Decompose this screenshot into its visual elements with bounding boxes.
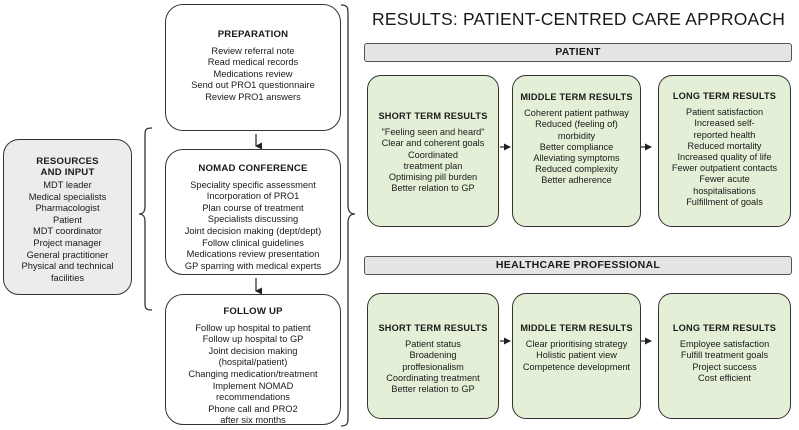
- list-item: Holistic patient view: [536, 350, 617, 361]
- professional-short-term-box: SHORT TERM RESULTS Patient status Broade…: [367, 293, 499, 419]
- list-item: "Feeling seen and heard": [381, 127, 485, 138]
- patient-middle-term-box: MIDDLE TERM RESULTS Coherent patient pat…: [512, 75, 641, 227]
- list-item: Fulfillment of goals: [686, 196, 763, 207]
- list-item: Clear prioritising strategy: [525, 339, 628, 350]
- list-item: Physical and technical facilities: [21, 261, 114, 283]
- list-item: Broadening proffesionalism: [402, 350, 464, 372]
- list-item: Patient: [53, 214, 82, 225]
- list-item: Read medical records: [207, 57, 299, 68]
- list-item: Employee satisfaction: [679, 339, 770, 350]
- conference-title: NOMAD CONFERENCE: [198, 163, 308, 174]
- list-item: Patient status: [405, 339, 461, 350]
- list-item: Better adherence: [541, 175, 612, 186]
- list-item: Changing medication/treatment: [188, 368, 318, 379]
- list-item: Reduced (feeling of) morbidity: [535, 119, 618, 141]
- list-item: Reduced mortality: [687, 140, 762, 151]
- list-item: Project success: [692, 361, 757, 372]
- list-item: Competence development: [522, 361, 631, 372]
- list-item: Medical specialists: [28, 191, 107, 202]
- professional-long-title: LONG TERM RESULTS: [672, 323, 777, 333]
- list-item: Clear and coherent goals: [381, 138, 485, 149]
- list-item: Cost efficient: [698, 372, 751, 383]
- patient-short-title: SHORT TERM RESULTS: [378, 111, 488, 121]
- list-item: Alleviating symptoms: [533, 153, 620, 164]
- preparation-title: PREPARATION: [217, 29, 289, 40]
- list-item: Implement NOMAD recommendations: [212, 380, 294, 403]
- list-item: Review PRO1 answers: [205, 91, 301, 102]
- professional-short-title: SHORT TERM RESULTS: [378, 323, 488, 333]
- patient-middle-title: MIDDLE TERM RESULTS: [520, 92, 633, 102]
- list-item: Phone call and PRO2 after six months: [208, 403, 298, 426]
- list-item: Joint decision making (hospital/patient): [208, 345, 298, 368]
- professional-header-bar: HEALTHCARE PROFESSIONAL: [364, 256, 792, 275]
- list-item: Increased quality of life: [677, 152, 772, 163]
- resources-box: RESOURCES AND INPUT MDT leader Medical s…: [3, 139, 132, 295]
- list-item: Follow up hospital to GP: [202, 334, 304, 345]
- list-item: Follow clinical guidelines: [202, 237, 304, 248]
- list-item: MDT leader: [43, 180, 92, 190]
- list-item: Medications review: [213, 68, 293, 79]
- list-item: Coordinated treatment plan: [403, 149, 463, 171]
- professional-long-term-box: LONG TERM RESULTS Employee satisfaction …: [658, 293, 791, 419]
- followup-box: FOLLOW UP Follow up hospital to patient …: [165, 294, 341, 425]
- list-item: Plan course of treatment: [202, 202, 304, 213]
- resources-list: MDT leader Medical specialists Pharmacol…: [4, 180, 131, 284]
- list-item: Incorporation of PRO1: [206, 191, 300, 202]
- list-item: Fewer acute hospitalisations: [693, 174, 756, 196]
- list-item: Coordinating treatment: [386, 372, 480, 383]
- patient-header-bar: PATIENT: [364, 43, 792, 62]
- patient-long-title: LONG TERM RESULTS: [672, 91, 777, 101]
- professional-middle-term-box: MIDDLE TERM RESULTS Clear prioritising s…: [512, 293, 641, 419]
- patient-long-term-box: LONG TERM RESULTS Patient satisfaction I…: [658, 75, 791, 227]
- list-item: Send out PRO1 questionnaire: [191, 80, 315, 91]
- list-item: Optimising pill burden: [388, 172, 478, 183]
- patient-short-term-box: SHORT TERM RESULTS "Feeling seen and hea…: [367, 75, 499, 227]
- list-item: Follow up hospital to patient: [195, 322, 311, 333]
- list-item: Speciality specific assessment: [190, 179, 316, 190]
- left-brace: [138, 127, 153, 311]
- list-item: Patient satisfaction: [685, 107, 764, 118]
- resources-title: RESOURCES AND INPUT: [36, 156, 99, 178]
- list-item: Reduced complexity: [535, 164, 618, 175]
- list-item: General practitioner: [26, 249, 109, 260]
- list-item: Coherent patient pathway: [524, 108, 629, 119]
- conference-box: NOMAD CONFERENCE Speciality specific ass…: [165, 149, 341, 275]
- preparation-box: PREPARATION Review referral note Read me…: [165, 4, 341, 131]
- list-item: MDT coordinator: [32, 226, 103, 237]
- list-item: Joint decision making (dept/dept): [184, 225, 322, 236]
- list-item: Specialists discussing: [207, 214, 299, 225]
- list-item: GP sparring with medical experts: [184, 260, 322, 271]
- professional-middle-title: MIDDLE TERM RESULTS: [520, 323, 633, 333]
- list-item: Medications review presentation: [186, 249, 320, 260]
- list-item: Project manager: [33, 237, 102, 248]
- followup-title: FOLLOW UP: [223, 306, 283, 317]
- list-item: Better relation to GP: [391, 183, 475, 194]
- list-item: Pharmacologist: [35, 203, 100, 214]
- list-item: Increased self-reported health: [693, 118, 756, 140]
- right-brace: [340, 4, 356, 427]
- page-title: RESULTS: PATIENT-CENTRED CARE APPROACH: [372, 9, 786, 29]
- list-item: Fewer outpatient contacts: [671, 163, 778, 174]
- list-item: Better relation to GP: [391, 384, 475, 395]
- list-item: Review referral note: [211, 45, 295, 56]
- list-item: Fulfill treatment goals: [680, 350, 769, 361]
- list-item: Better compliance: [539, 141, 614, 152]
